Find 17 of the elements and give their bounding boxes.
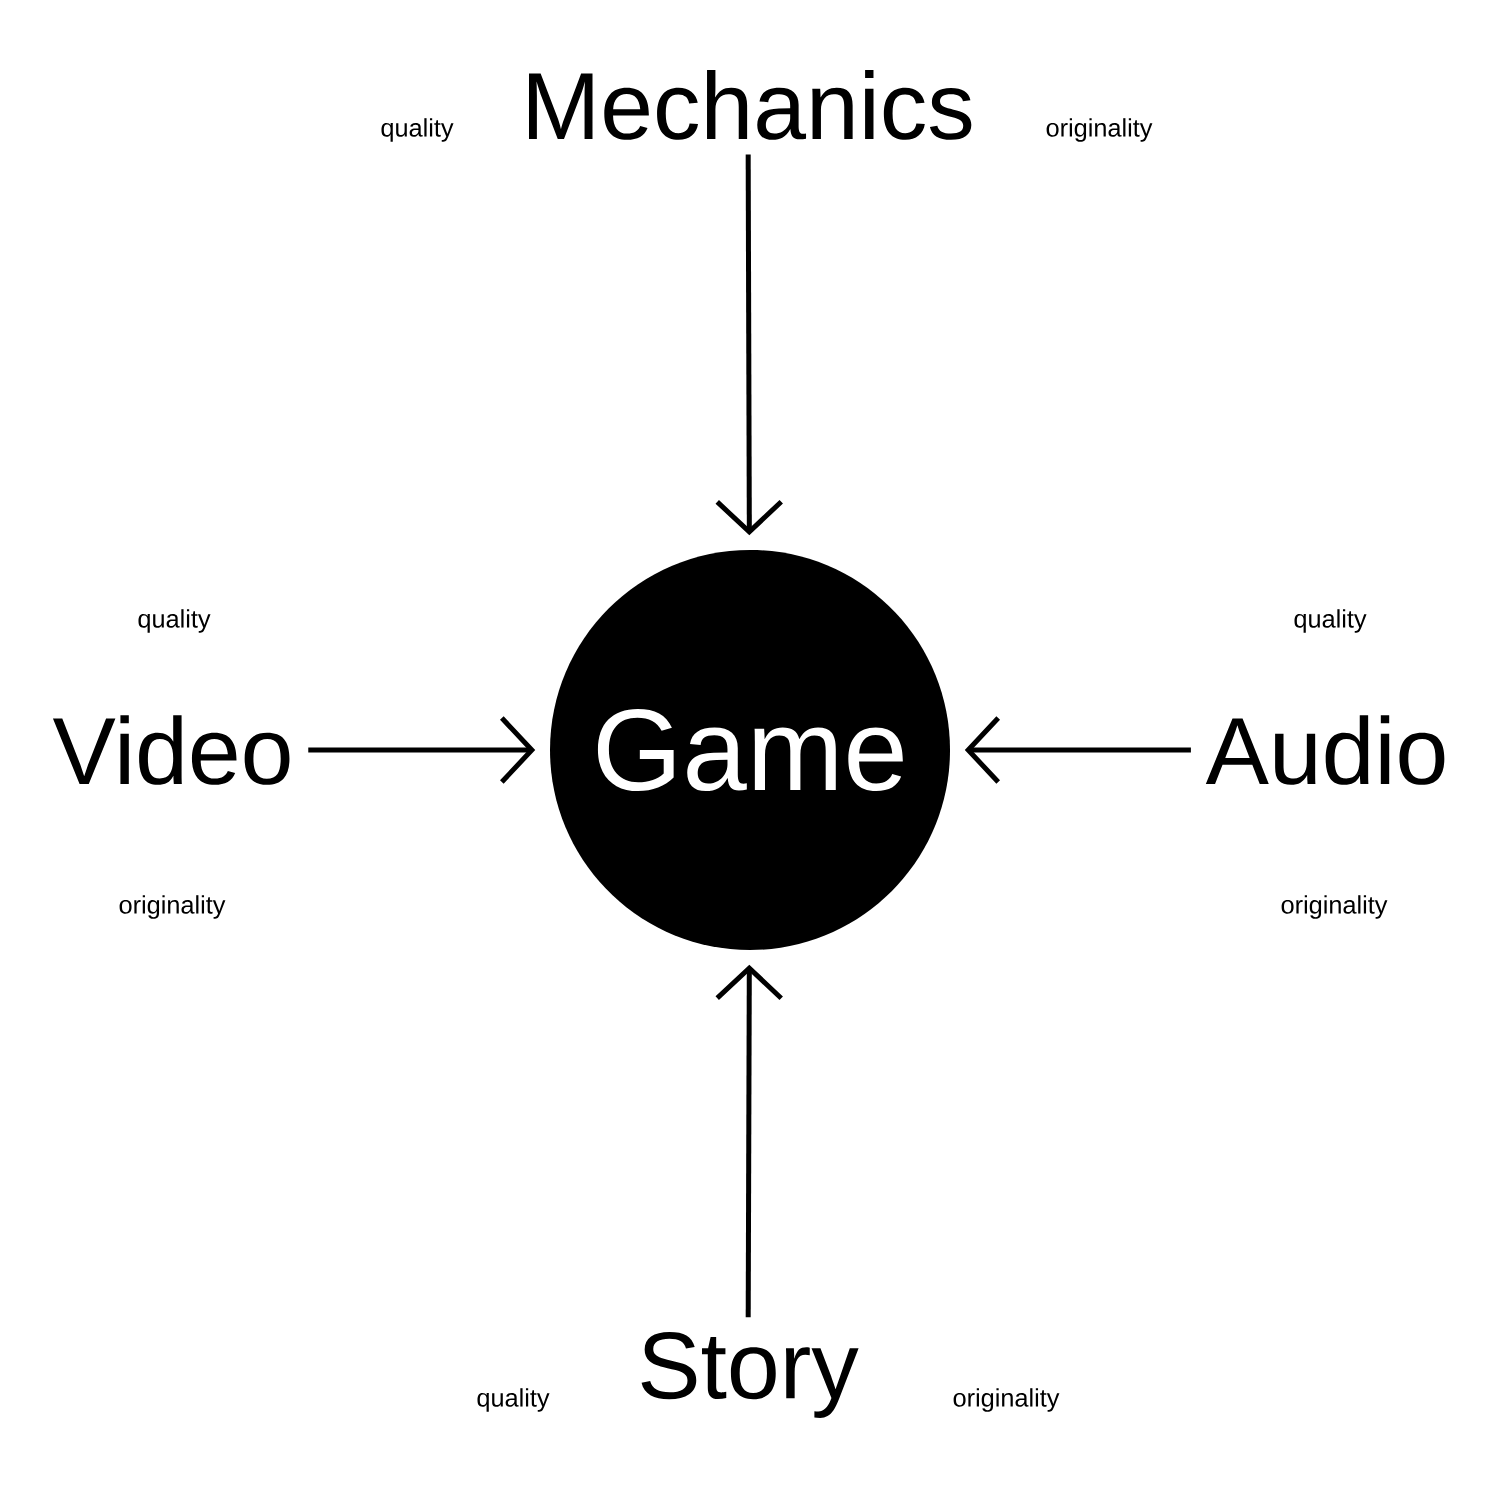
text-label: quality — [477, 1388, 550, 1412]
text-label: originality — [953, 1388, 1060, 1412]
arrow — [715, 154, 783, 536]
text-label: originality — [1046, 118, 1153, 142]
heading-label: Audio — [1205, 715, 1445, 785]
heading-label: Story — [641, 1332, 859, 1418]
text-label: quality — [138, 609, 211, 633]
arrow — [964, 716, 1191, 784]
circle-node: Game — [550, 550, 950, 950]
text-label: quality — [1294, 609, 1367, 633]
text-label: originality — [1281, 895, 1388, 919]
text-label: originality — [119, 895, 226, 919]
arrow — [715, 964, 783, 1318]
heading-label: Mechanics — [529, 70, 972, 140]
text-label: quality — [381, 118, 454, 142]
arrow — [308, 716, 536, 784]
heading-label: Video — [52, 715, 290, 785]
